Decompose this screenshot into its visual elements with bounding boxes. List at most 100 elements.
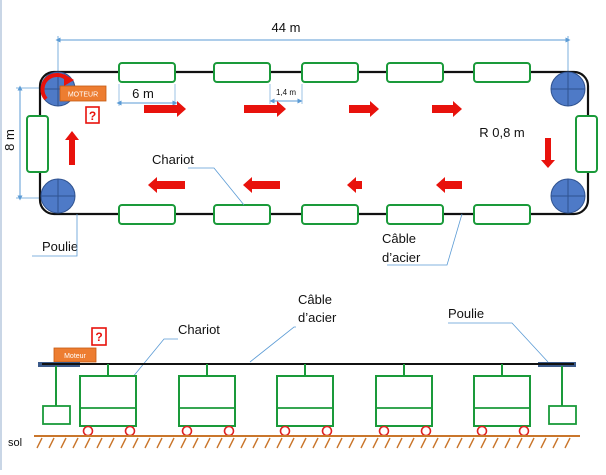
- ground-hatch: [456, 437, 463, 449]
- ground-hatch: [396, 437, 403, 449]
- ground-hatch: [444, 437, 451, 449]
- cart-side-4: [375, 364, 433, 427]
- ground-hatch: [180, 437, 187, 449]
- ground-hatch: [144, 437, 151, 449]
- pulley-bottom-right: [550, 178, 586, 214]
- ground-hatch: [96, 437, 103, 449]
- ground-hatch: [108, 437, 115, 449]
- ground-hatch: [552, 437, 559, 449]
- wheels: [82, 425, 530, 437]
- ground-hatch: [72, 437, 79, 449]
- ground-hatch: [480, 437, 487, 449]
- side-view: Câble d’acier Chariot Poulie Moteur ?: [8, 292, 580, 449]
- ground-hatch: [468, 437, 475, 449]
- ground-hatch: [228, 437, 235, 449]
- ground-hatch: [60, 437, 67, 449]
- ground-hatch: [504, 437, 511, 449]
- ground-hatch: [300, 437, 307, 449]
- arrow-right-icon: [244, 101, 286, 117]
- ground-hatch: [120, 437, 127, 449]
- ground-hatch: [156, 437, 163, 449]
- cart-bottom-4: [386, 204, 444, 225]
- ground-hatch: [360, 437, 367, 449]
- length-label: 44 m: [272, 20, 301, 35]
- ground-hatch: [240, 437, 247, 449]
- cart-bottom-2: [213, 204, 271, 225]
- height-dimension: 8 m: [2, 85, 46, 201]
- ground: sol: [8, 435, 580, 449]
- cable-top-leader: [387, 213, 463, 266]
- cart-top-5: [473, 62, 531, 83]
- cart-top-3: [301, 62, 359, 83]
- arrow-left-icon: [243, 177, 280, 193]
- cart-side-2: [178, 364, 236, 427]
- cable-side-leader: [249, 326, 296, 363]
- cart-right: [575, 115, 598, 173]
- ground-hatch: [276, 437, 283, 449]
- cart-left: [26, 115, 49, 173]
- arrow-right-icon: [432, 101, 462, 117]
- cart-top-1: [118, 62, 176, 83]
- cable-side-label-1: Câble: [298, 292, 332, 307]
- question-icon-top: ?: [85, 106, 100, 124]
- rotation-arrow-icon: [40, 72, 70, 101]
- pulley-side-label: Poulie: [448, 306, 484, 321]
- cart-bottom-5: [473, 204, 531, 225]
- spacing-dimension: 6 m: [116, 84, 178, 106]
- arrow-right-icon: [349, 101, 379, 117]
- top-cable-loop: [38, 70, 590, 216]
- cart-side-5: [473, 364, 531, 427]
- arrow-left-icon: [148, 177, 185, 193]
- spacing-label: 6 m: [132, 86, 154, 101]
- support-left: [42, 366, 71, 425]
- pulley-top-right: [550, 71, 586, 107]
- cart-side-3: [276, 364, 334, 427]
- ground-hatch: [168, 437, 175, 449]
- height-label: 8 m: [2, 129, 17, 151]
- arrow-left-icon: [436, 177, 462, 193]
- arrow-down-icon: [541, 138, 555, 168]
- ground-hatch: [192, 437, 199, 449]
- pulley-top-label: Poulie: [42, 239, 78, 254]
- chariot-side-label: Chariot: [178, 322, 220, 337]
- chariot-top-leader: [188, 167, 245, 206]
- cart-bottom-3: [301, 204, 359, 225]
- chariot-side-leader: [131, 338, 178, 379]
- ground-hatch: [408, 437, 415, 449]
- small-spacing-label: 1,4 m: [276, 88, 296, 97]
- direction-arrows: [65, 101, 555, 193]
- cart-top-2: [213, 62, 271, 83]
- support-right: [548, 366, 577, 425]
- ground-hatch: [264, 437, 271, 449]
- arrow-left-icon: [347, 177, 362, 193]
- ground-hatch: [216, 437, 223, 449]
- ground-hatch: [48, 437, 55, 449]
- ground-label: sol: [8, 437, 22, 449]
- ground-hatch: [372, 437, 379, 449]
- question-side-label: ?: [95, 330, 102, 344]
- pulley-top-leader: [32, 214, 78, 257]
- ground-hatch: [528, 437, 535, 449]
- ground-hatch: [492, 437, 499, 449]
- ground-hatch: [252, 437, 259, 449]
- ground-hatch: [540, 437, 547, 449]
- ground-hatch: [84, 437, 91, 449]
- cart-bottom-1: [118, 204, 176, 225]
- ground-hatch: [288, 437, 295, 449]
- pulley-bottom-left: [40, 178, 76, 214]
- length-dimension: 44 m: [55, 20, 571, 78]
- ground-hatch: [564, 437, 571, 449]
- ground-hatch: [384, 437, 391, 449]
- cable-top-label-2: d’acier: [382, 250, 421, 265]
- arrow-up-icon: [65, 131, 79, 165]
- cable-side-label-2: d’acier: [298, 310, 337, 325]
- small-spacing-dimension: 1,4 m: [269, 84, 303, 104]
- cart-top-4: [386, 62, 444, 83]
- motor-side-label: Moteur: [64, 353, 86, 360]
- ground-hatch: [420, 437, 427, 449]
- ground-hatch: [348, 437, 355, 449]
- chariot-top-label: Chariot: [152, 152, 194, 167]
- ground-hatch: [132, 437, 139, 449]
